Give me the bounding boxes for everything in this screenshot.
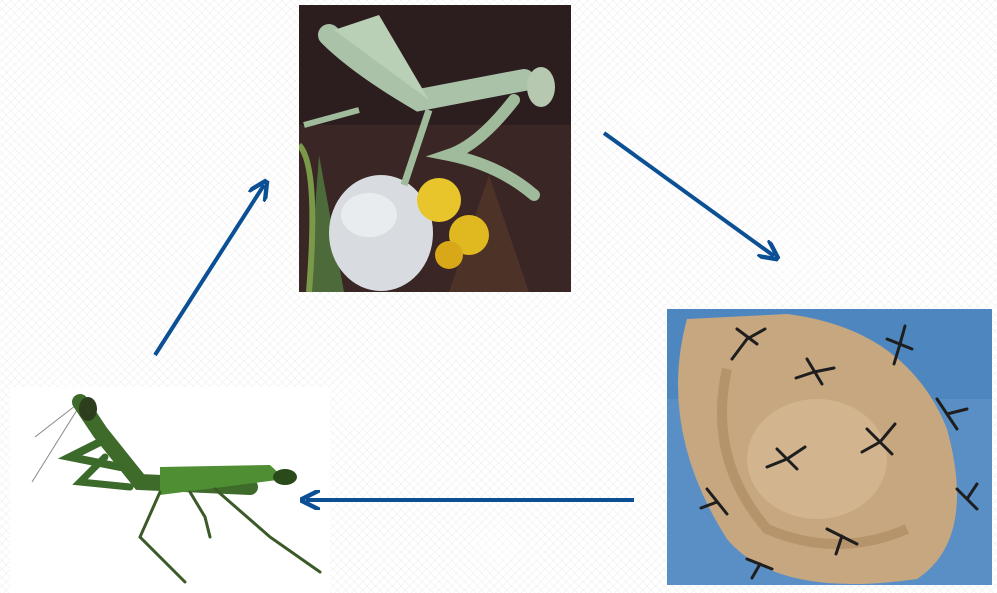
arrow-nymph-to-adult [155,185,264,355]
arrow-adult-to-ootheca [604,133,774,256]
